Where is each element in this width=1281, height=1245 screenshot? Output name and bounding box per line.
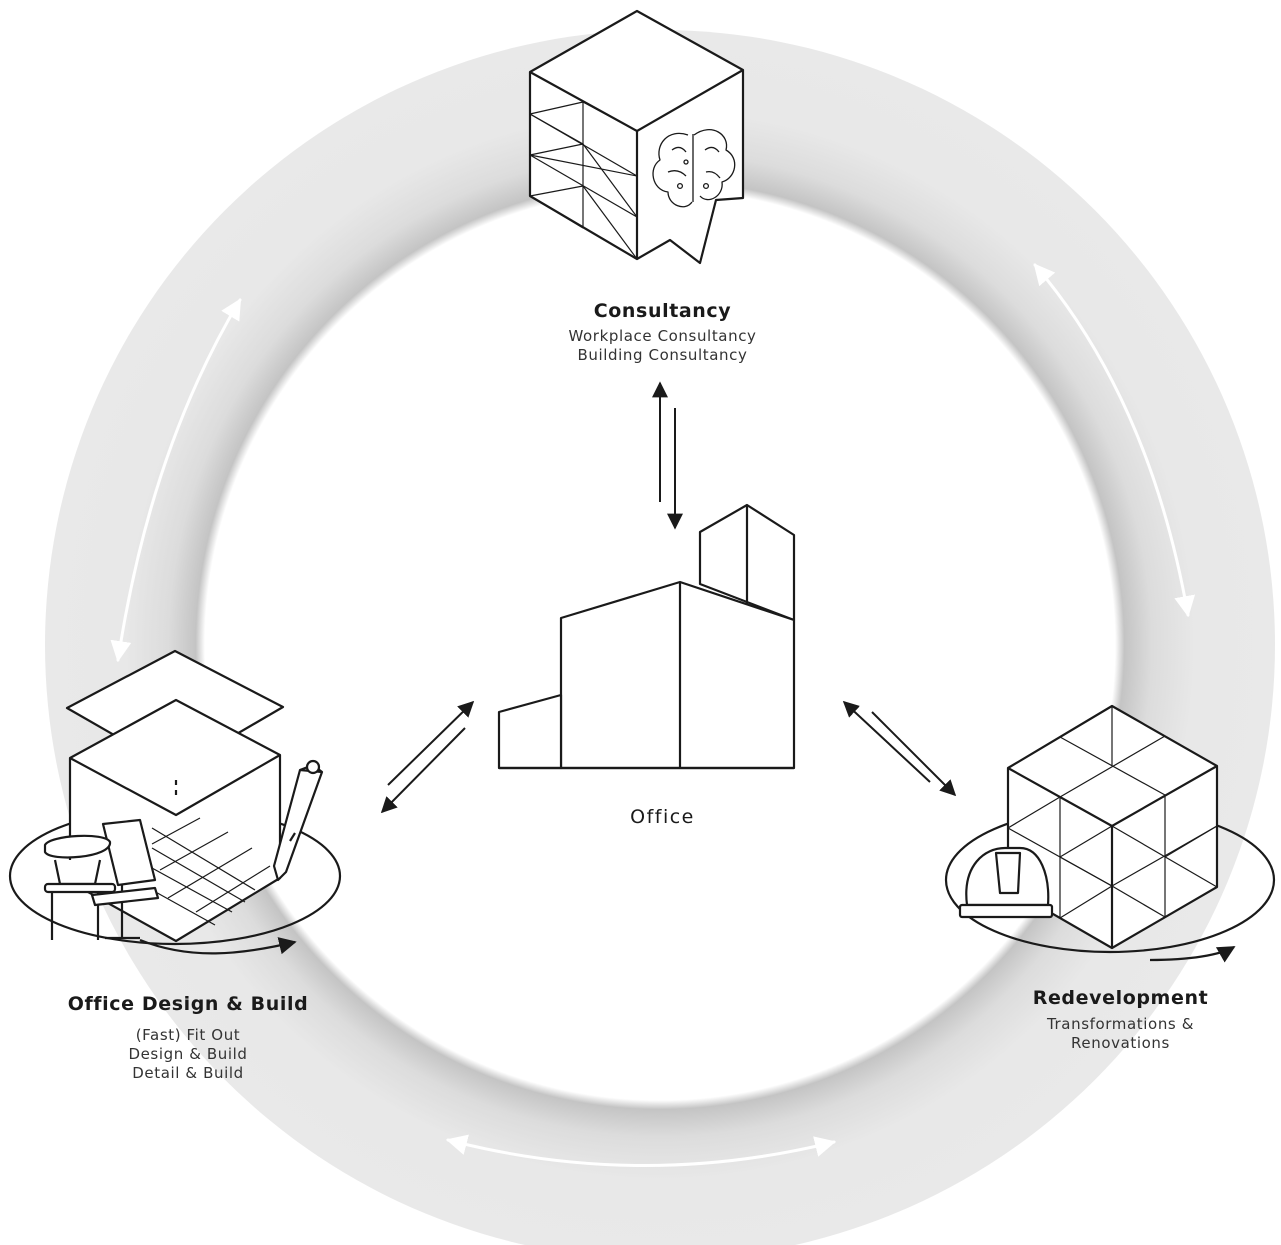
ring-arrows bbox=[110, 263, 1196, 1167]
redevelopment-line-2: Renovations bbox=[1071, 1034, 1170, 1052]
design-build-subtitle: (Fast) Fit Out Design & Build Detail & B… bbox=[42, 1026, 334, 1083]
design-build-title: Office Design & Build bbox=[67, 993, 309, 1015]
consultancy-line-2: Building Consultancy bbox=[577, 346, 748, 364]
consultancy-line-1: Workplace Consultancy bbox=[568, 327, 757, 345]
design-build-line-2: Design & Build bbox=[128, 1045, 248, 1063]
redevelopment-line-1: Transformations & bbox=[1046, 1015, 1195, 1033]
arrow-redevelopment-to-office bbox=[842, 700, 931, 783]
consultancy-title: Consultancy bbox=[593, 300, 732, 322]
design-build-line-3: Detail & Build bbox=[132, 1064, 244, 1082]
arrow-design-build-to-office bbox=[387, 700, 475, 786]
cube-hard-hat-icon bbox=[944, 704, 1276, 963]
cube-brain-speech-icon bbox=[528, 9, 745, 265]
redevelopment-title: Redevelopment bbox=[1032, 987, 1209, 1009]
arrow-office-to-design-build bbox=[380, 727, 466, 814]
design-build-line-1: (Fast) Fit Out bbox=[135, 1026, 241, 1044]
ring-arrow-bottom bbox=[445, 1134, 837, 1167]
hard-hat-icon bbox=[958, 846, 1054, 919]
ring-arrow-left bbox=[110, 298, 242, 663]
office-building-icon bbox=[497, 503, 796, 770]
redevelopment-subtitle: Transformations & Renovations bbox=[1008, 1015, 1233, 1053]
pencil-icon bbox=[272, 759, 324, 882]
ring-arrow-right bbox=[1033, 263, 1196, 618]
arrow-office-to-redevelopment bbox=[871, 711, 957, 797]
brain-icon bbox=[652, 129, 736, 208]
consultancy-subtitle: Workplace Consultancy Building Consultan… bbox=[520, 327, 805, 365]
office-label: Office bbox=[630, 806, 695, 828]
connector-arrows bbox=[380, 381, 957, 814]
office-interior-pencil-icon bbox=[8, 649, 342, 955]
